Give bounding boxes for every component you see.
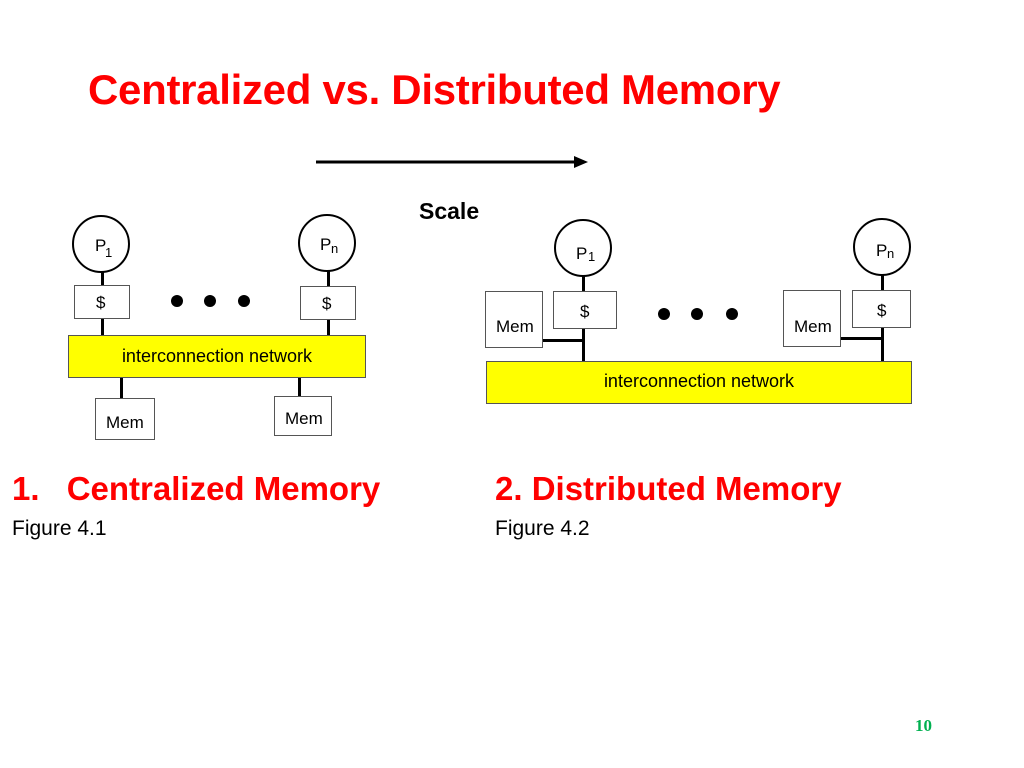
cent-pn-letter: P <box>320 235 332 254</box>
dist-interconnection-network: interconnection network <box>486 361 912 404</box>
dist-processor-1: P 1 <box>554 219 612 277</box>
centralized-heading-number: 1. <box>12 470 40 507</box>
cent-memory-2-label: Mem <box>285 409 323 428</box>
dist-pn-letter: P <box>876 241 888 260</box>
cent-memory-1-label: Mem <box>106 413 144 432</box>
cent-mem2-link <box>298 378 301 396</box>
dist-cache-n-label: $ <box>877 301 887 320</box>
scale-label: Scale <box>419 198 480 224</box>
dist-cache-1: $ <box>553 291 617 329</box>
dist-ellipsis-dot <box>658 308 670 320</box>
cent-cache-1: $ <box>74 285 130 319</box>
cent-interconnection-network: interconnection network <box>68 335 366 378</box>
dist-memory-1-label: Mem <box>496 317 534 336</box>
cent-p1-subscript: 1 <box>105 245 113 260</box>
cent-p1-letter: P <box>95 236 107 255</box>
dist-ellipsis-dot <box>726 308 738 320</box>
cent-mem1-link <box>120 378 123 398</box>
cent-ellipsis-dot <box>204 295 216 307</box>
cent-processor-1: P 1 <box>72 215 130 273</box>
cent-cache-n-label: $ <box>322 294 332 313</box>
dist-mem2-link <box>840 337 884 340</box>
scale-arrow <box>316 156 588 168</box>
page-number: 10 <box>915 716 932 735</box>
dist-network-label: interconnection network <box>603 371 795 391</box>
cent-ellipsis-dot <box>238 295 250 307</box>
dist-p1-subscript: 1 <box>588 249 596 264</box>
cent-memory-1: Mem <box>95 398 155 440</box>
centralized-heading-text: Centralized Memory <box>66 470 381 507</box>
dist-memory-2: Mem <box>783 290 841 347</box>
cent-cache-n: $ <box>300 286 356 320</box>
dist-ellipsis-dot <box>691 308 703 320</box>
cent-cache-1-label: $ <box>96 293 106 312</box>
dist-cache-n: $ <box>852 290 911 328</box>
cent-ellipsis-dot <box>171 295 183 307</box>
dist-memory-1: Mem <box>485 291 543 348</box>
slide-title: Centralized vs. Distributed Memory <box>88 66 781 113</box>
cent-pn-subscript: n <box>331 241 339 256</box>
figure-4-1-caption: Figure 4.1 <box>12 517 107 540</box>
dist-cache-1-label: $ <box>580 302 590 321</box>
cent-network-label: interconnection network <box>121 346 313 366</box>
dist-pn-subscript: n <box>887 246 895 261</box>
centralized-heading: 1. Centralized Memory <box>12 470 380 508</box>
dist-memory-2-label: Mem <box>794 317 832 336</box>
dist-mem1-link <box>542 339 584 342</box>
figure-4-2-caption: Figure 4.2 <box>495 517 590 540</box>
dist-processor-n: P n <box>853 218 911 276</box>
distributed-heading: 2. Distributed Memory <box>495 470 842 507</box>
cent-processor-n: P n <box>298 214 356 272</box>
cent-memory-2: Mem <box>274 396 332 436</box>
dist-p1-letter: P <box>576 244 588 263</box>
